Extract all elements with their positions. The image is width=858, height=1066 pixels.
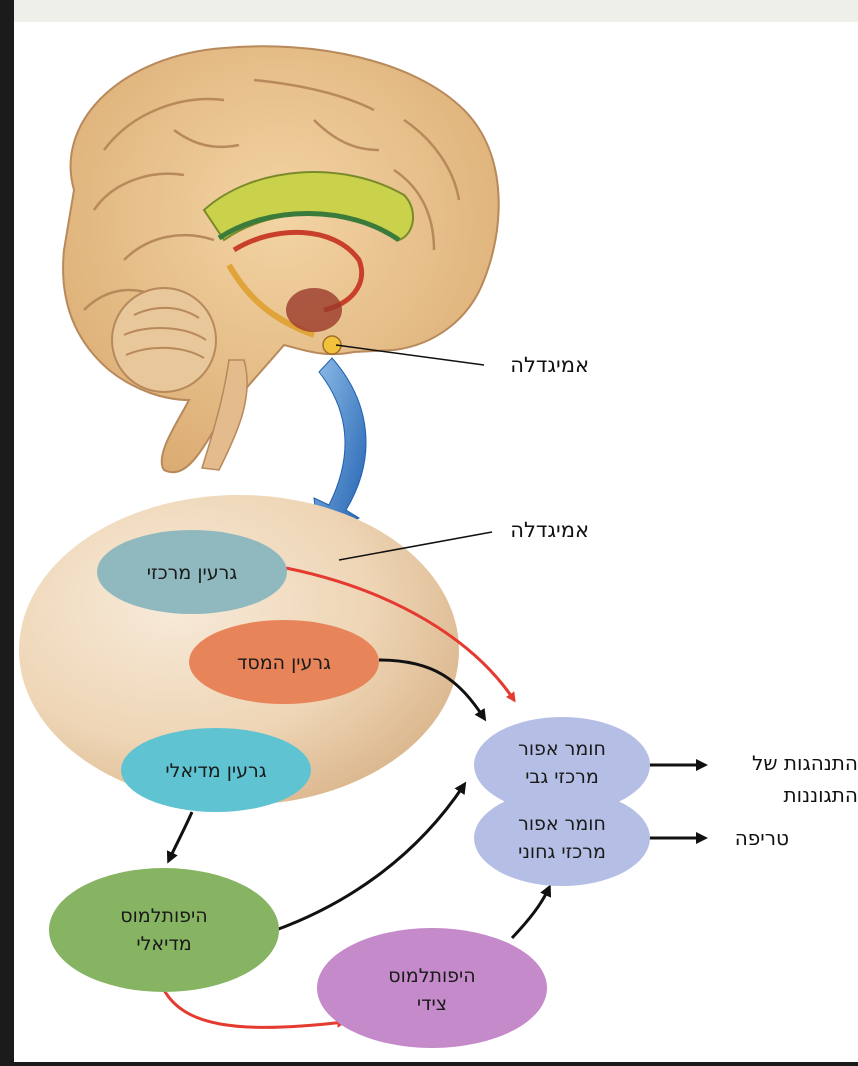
- basal-nucleus-label: גרעין המסד: [237, 652, 331, 674]
- node-ventral-pag: חומר אפור מרכזי גחוני: [474, 790, 650, 886]
- brain-illustration: [62, 45, 500, 474]
- top-bar: [14, 0, 858, 22]
- lateral-hypothalamus-label-1: היפותלמוס: [388, 965, 475, 987]
- predation-label: טריפה: [735, 826, 789, 850]
- arrow-medial-hypothalamus-to-lateral-hypothalamus: [162, 989, 347, 1029]
- brainstem: [201, 359, 248, 471]
- dorsal-pag-label-2: מרכזי גבי: [525, 766, 599, 788]
- defensive-behavior-label-2: התגוננות: [783, 783, 858, 807]
- cerebellum: [111, 287, 217, 393]
- node-dorsal-pag: חומר אפור מרכזי גבי: [474, 717, 650, 813]
- arrow-lateral-hypothalamus-to-ventral-pag: [510, 884, 552, 940]
- ventral-pag-label-1: חומר אפור: [518, 813, 606, 835]
- ventral-pag-label-2: מרכזי גחוני: [518, 841, 606, 863]
- node-central-nucleus: גרעין מרכזי: [97, 530, 287, 614]
- amygdala-pointer-line: [335, 344, 485, 366]
- node-basal-nucleus: גרעין המסד: [189, 620, 379, 704]
- arrow-central-to-dorsal-pag: [285, 566, 516, 703]
- figure-frame: אמיגדלה אמיגדלה גרעין מרכזי גרעין המסד ג…: [14, 0, 858, 1062]
- medial-hypothalamus-label-2: מדיאלי: [136, 933, 191, 955]
- arrow-basal-to-dorsal-pag: [378, 658, 487, 722]
- node-medial-nucleus: גרעין מדיאלי: [121, 728, 311, 812]
- amygdala-zoom-pointer-line: [338, 531, 493, 561]
- node-lateral-hypothalamus: היפותלמוס צידי: [317, 928, 547, 1048]
- medial-hypothalamus-label-1: היפותלמוס: [120, 905, 207, 927]
- lateral-hypothalamus-label-2: צידי: [417, 993, 447, 1015]
- defensive-behavior-label-1: התנהגות של: [752, 751, 858, 775]
- arrow-medial-to-medial-hypothalamus: [166, 811, 194, 864]
- brain-gyri: [83, 78, 461, 311]
- dorsal-pag-label-1: חומר אפור: [518, 738, 606, 760]
- central-nucleus-label: גרעין מרכזי: [147, 562, 238, 584]
- amygdala-label-brain: אמיגדלה: [510, 353, 589, 377]
- medial-nucleus-label: גרעין מדיאלי: [165, 760, 266, 782]
- node-medial-hypothalamus: היפותלמוס מדיאלי: [49, 868, 279, 992]
- arrow-medial-hypothalamus-to-dorsal-pag: [275, 781, 467, 932]
- amygdala-pathway-diagram: אמיגדלה אמיגדלה גרעין מרכזי גרעין המסד ג…: [19, 45, 858, 1048]
- amygdala-label-zoom: אמיגדלה: [510, 518, 589, 542]
